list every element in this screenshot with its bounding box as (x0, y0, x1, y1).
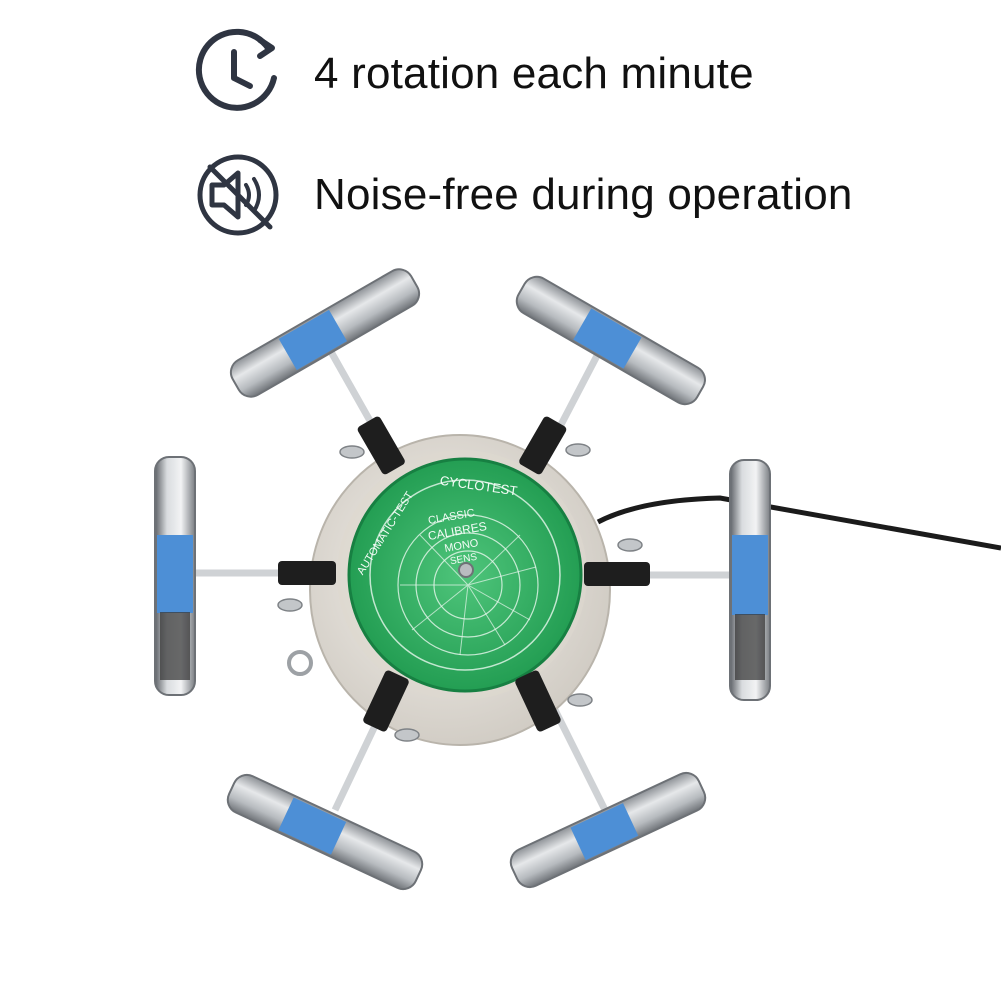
watch-holder-top-right (515, 275, 706, 406)
watch-holder-right (729, 459, 771, 701)
feature-rotation-text: 4 rotation each minute (314, 49, 754, 98)
cyclotest-dial: CYCLOTEST AUTOMATIC-TEST CLASSIC CALIBRE… (347, 457, 583, 693)
watch-holder-bottom-right (509, 771, 707, 889)
clock-rotation-icon (195, 28, 277, 111)
wing-nuts (277, 443, 643, 742)
watch-holder-top-left (229, 268, 421, 398)
dial-center-4: SENS (449, 552, 478, 568)
feature-rotation: 4 rotation each minute (190, 26, 754, 122)
feature-noise-free-text: Noise-free during operation (314, 170, 853, 219)
muted-speaker-icon (197, 154, 279, 236)
arm-clamps (278, 416, 650, 732)
ring-screw (287, 650, 313, 676)
feature-noise-free: Noise-free during operation (190, 147, 853, 243)
watch-holder-bottom-left (226, 773, 424, 891)
dial-center-3: MONO (444, 537, 480, 555)
watch-holder-left (154, 456, 196, 696)
